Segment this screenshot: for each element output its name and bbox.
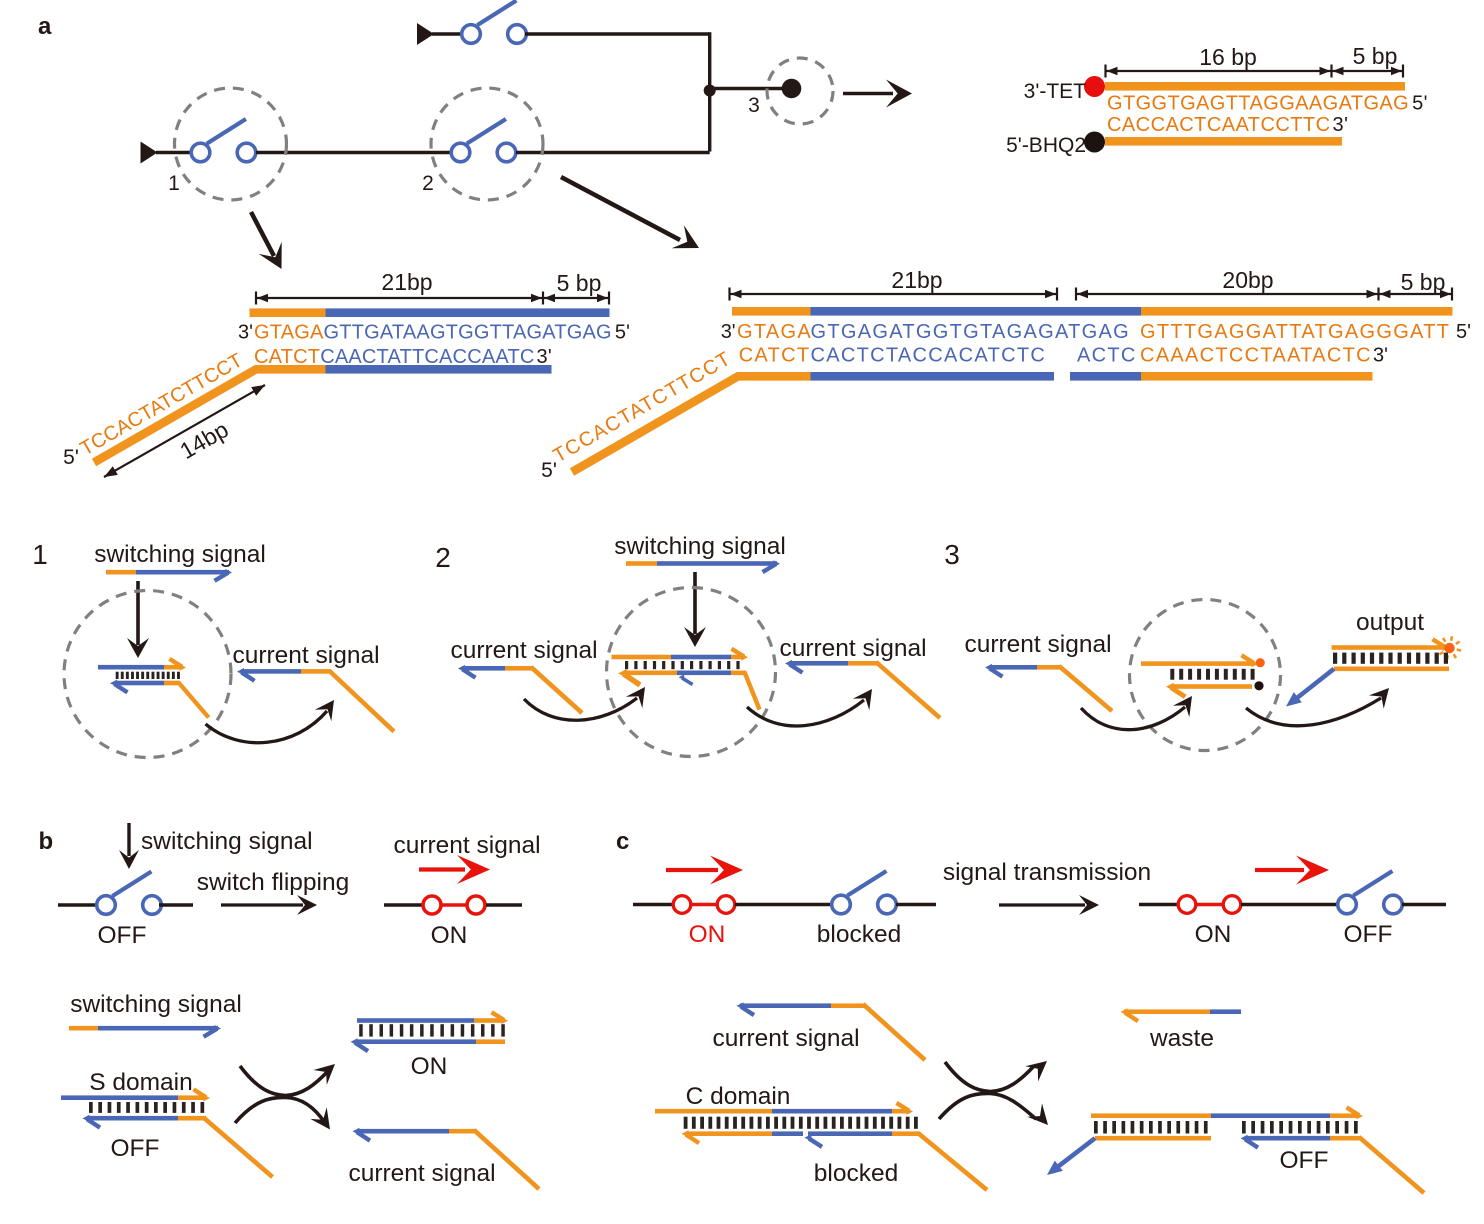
svg-text:current signal: current signal: [393, 832, 540, 859]
svg-text:16 bp: 16 bp: [1199, 44, 1257, 70]
svg-text:5': 5': [1456, 321, 1471, 343]
svg-text:GTTTGAGGATTATGAGGGATT: GTTTGAGGATTATGAGGGATT: [1140, 321, 1450, 343]
svg-text:1: 1: [168, 172, 180, 195]
svg-text:2: 2: [422, 172, 434, 195]
svg-text:CATCT: CATCT: [739, 345, 811, 367]
svg-text:C domain: C domain: [686, 1083, 791, 1110]
svg-text:5 bp: 5 bp: [1401, 269, 1446, 295]
svg-text:switching signal: switching signal: [70, 991, 242, 1018]
svg-text:21bp: 21bp: [891, 267, 942, 293]
svg-text:OFF: OFF: [1280, 1147, 1329, 1174]
svg-text:ACTC: ACTC: [1077, 345, 1137, 367]
svg-text:blocked: blocked: [817, 921, 901, 948]
svg-text:1: 1: [32, 539, 48, 570]
svg-text:21bp: 21bp: [381, 269, 432, 295]
svg-text:OFF: OFF: [98, 922, 147, 949]
svg-text:3: 3: [944, 539, 960, 570]
svg-text:3: 3: [748, 94, 760, 117]
svg-text:switching signal: switching signal: [94, 541, 266, 568]
svg-text:signal transmission: signal transmission: [943, 859, 1151, 886]
svg-text:5'-BHQ2: 5'-BHQ2: [1006, 134, 1086, 157]
svg-text:ON: ON: [431, 922, 468, 949]
svg-text:current signal: current signal: [712, 1025, 859, 1052]
svg-text:5 bp: 5 bp: [557, 270, 602, 296]
svg-text:3': 3': [238, 322, 253, 344]
svg-text:current signal: current signal: [450, 637, 597, 664]
svg-text:3': 3': [721, 321, 736, 343]
svg-text:GTAGA: GTAGA: [737, 321, 812, 343]
svg-text:ON: ON: [411, 1053, 448, 1080]
svg-text:3'-TET: 3'-TET: [1024, 80, 1087, 103]
svg-text:OFF: OFF: [1344, 921, 1393, 948]
svg-text:c: c: [616, 828, 629, 855]
svg-text:CACTCTACCACATCTC: CACTCTACCACATCTC: [811, 345, 1047, 367]
svg-text:b: b: [39, 828, 54, 855]
svg-text:OFF: OFF: [111, 1135, 160, 1162]
svg-text:2: 2: [435, 542, 451, 573]
svg-text:3': 3': [1373, 345, 1388, 367]
svg-text:waste: waste: [1149, 1025, 1214, 1052]
svg-text:5 bp: 5 bp: [1353, 43, 1398, 69]
svg-text:20bp: 20bp: [1222, 267, 1273, 293]
svg-text:current signal: current signal: [964, 631, 1111, 658]
svg-text:5': 5': [63, 446, 79, 469]
svg-text:ON: ON: [1195, 921, 1232, 948]
svg-text:switching signal: switching signal: [614, 533, 786, 560]
svg-text:S domain: S domain: [89, 1069, 193, 1096]
svg-text:current signal: current signal: [232, 642, 379, 669]
svg-text:GTGAGATGGTGTAGAGATGAG: GTGAGATGGTGTAGAGATGAG: [811, 321, 1131, 343]
svg-text:output: output: [1356, 609, 1424, 636]
svg-text:blocked: blocked: [814, 1160, 898, 1187]
svg-text:a: a: [38, 13, 52, 40]
svg-text:current signal: current signal: [348, 1160, 495, 1187]
svg-text:ON: ON: [689, 921, 726, 948]
svg-text:current signal: current signal: [779, 635, 926, 662]
svg-text:CAAACTCCTAATACTC: CAAACTCCTAATACTC: [1140, 345, 1372, 367]
svg-text:switch flipping: switch flipping: [197, 869, 350, 896]
svg-text:switching signal: switching signal: [141, 828, 313, 855]
svg-text:5': 5': [541, 459, 557, 482]
